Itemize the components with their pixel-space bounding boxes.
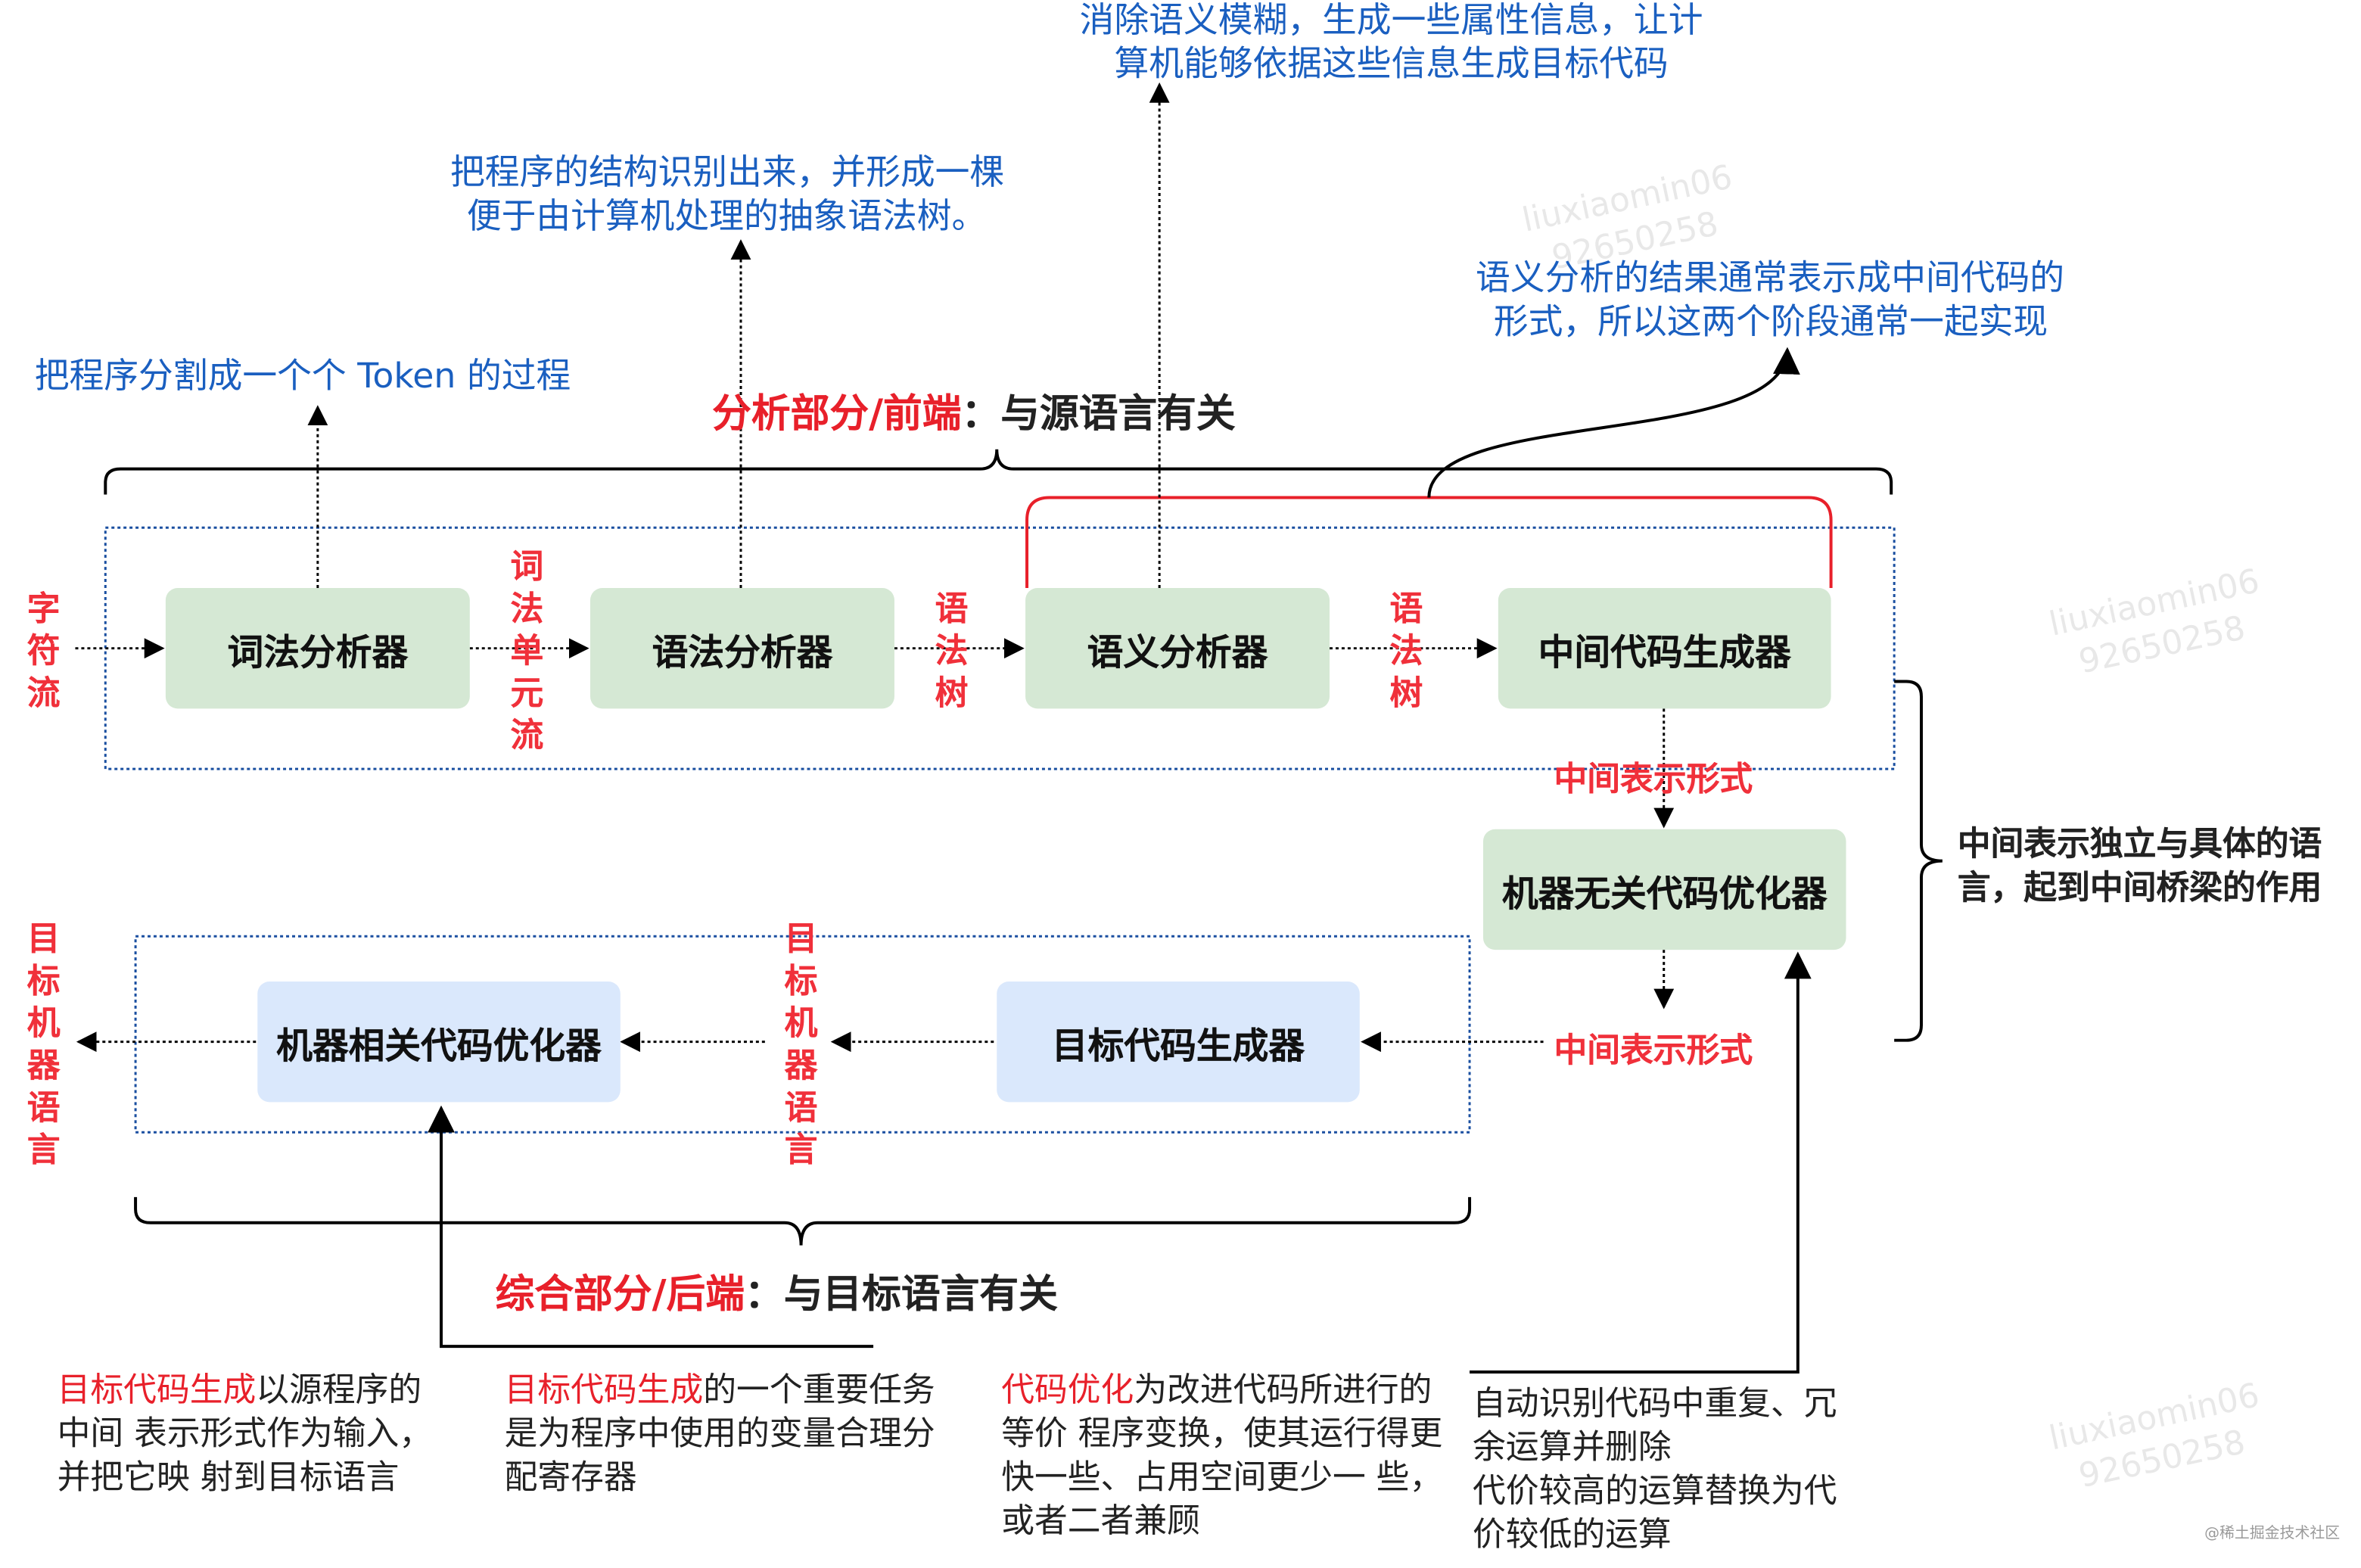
redundancy-note-line-2: 余运算并删除 <box>1473 1429 1672 1467</box>
target-machine-language-label: 目标机器语言 <box>784 921 818 1171</box>
char-stream-label: 字符流 <box>26 590 61 714</box>
optimization-note: 代码优化为改进代码所进行的等价 程序变换，使其运行得更 快一些、占用空间更少一 … <box>1001 1369 1453 1544</box>
machine-independent-optimizer-box: 机器无关代码优化器 <box>1482 829 1846 950</box>
semantic-ir-bracket <box>1025 496 1833 588</box>
redundancy-note-line-3: 代价较高的运算替换为代 <box>1473 1473 1837 1511</box>
target-machine-language-output: 目标机器语言 <box>26 921 61 1171</box>
parser-box: 语法分析器 <box>590 587 894 709</box>
backend-brace <box>134 1196 1472 1246</box>
ir-bridge-note-line-2: 言，起到中间桥梁的作用 <box>1957 870 2322 908</box>
lexical-note: 把程序分割成一个个 Token 的过程 <box>34 357 571 397</box>
arrow-md-opt-note <box>428 1105 874 1349</box>
target-gen-note: 目标代码生成以源程序的中间 表示形式作为输入，并把它映 射到目标语言 <box>58 1369 443 1500</box>
platform-logo-text: @稀土掘金技术社区 <box>2204 1526 2341 1543</box>
optimization-note-text: 为改进代码所进行的等价 程序变换，使其运行得更 快一些、占用空间更少一 些，或者… <box>1001 1371 1443 1542</box>
syntax-note-line-2: 便于由计算机处理的抽象语法树。 <box>466 197 987 237</box>
semantic-note-line-1: 消除语义模糊，生成一些属性信息，让计 <box>1079 1 1703 41</box>
redundancy-note-line-4: 价较低的运算 <box>1473 1517 1672 1555</box>
token-stream-label: 词法单元流 <box>510 549 544 756</box>
arrow-impl-note <box>1427 347 1800 498</box>
semantic-analyzer-box: 语义分析器 <box>1025 587 1330 709</box>
ir-form-label-2: 中间表示形式 <box>1554 1032 1753 1071</box>
backend-heading: 综合部分/后端：与目标语言有关 <box>496 1264 1058 1320</box>
semantic-note-line-2: 算机能够依据这些信息生成目标代码 <box>1114 45 1669 85</box>
register-note-text: 的一个重要任务 是为程序中使用的变量合理分配寄存器 <box>504 1371 935 1498</box>
redundancy-note-line-1: 自动识别代码中重复、冗 <box>1473 1385 1837 1423</box>
frontend-group-frame <box>104 526 1896 770</box>
frontend-heading-rest: ：与源语言有关 <box>961 391 1236 437</box>
target-gen-note-text: 以源程序的中间 表示形式作为输入，并把它映 射到目标语言 <box>57 1371 433 1498</box>
syntax-note-line-1: 把程序的结构识别出来，并形成一棵 <box>449 154 1005 194</box>
ir-brace <box>1894 680 1943 1042</box>
backend-heading-highlight: 综合部分/后端 <box>495 1272 745 1318</box>
frontend-heading: 分析部分/前端：与源语言有关 <box>712 383 1235 439</box>
backend-heading-rest: ：与目标语言有关 <box>744 1272 1058 1318</box>
ir-form-label-1: 中间表示形式 <box>1554 761 1753 799</box>
ir-generator-box: 中间代码生成器 <box>1498 587 1831 709</box>
impl-note-line-1: 语义分析的结果通常表示成中间代码的 <box>1476 259 2065 299</box>
lexer-box: 词法分析器 <box>165 587 470 709</box>
syntax-tree-label-2: 语法树 <box>1389 590 1423 714</box>
target-code-generator-box: 目标代码生成器 <box>997 981 1360 1103</box>
register-allocation-note: 目标代码生成的一个重要任务 是为程序中使用的变量合理分配寄存器 <box>505 1369 941 1500</box>
frontend-brace <box>104 449 1893 495</box>
optimization-note-highlight: 代码优化 <box>1001 1371 1134 1410</box>
target-gen-note-highlight: 目标代码生成 <box>57 1371 257 1410</box>
syntax-tree-label-1: 语法树 <box>935 590 969 714</box>
arrow-mi-opt-note <box>1470 951 1812 1374</box>
machine-dependent-optimizer-box: 机器相关代码优化器 <box>257 981 621 1103</box>
frontend-heading-highlight: 分析部分/前端 <box>712 391 962 437</box>
ir-bridge-note-line-1: 中间表示独立与具体的语 <box>1957 826 2322 864</box>
register-note-highlight: 目标代码生成 <box>504 1371 704 1410</box>
impl-note-line-2: 形式，所以这两个阶段通常一起实现 <box>1493 303 2048 343</box>
